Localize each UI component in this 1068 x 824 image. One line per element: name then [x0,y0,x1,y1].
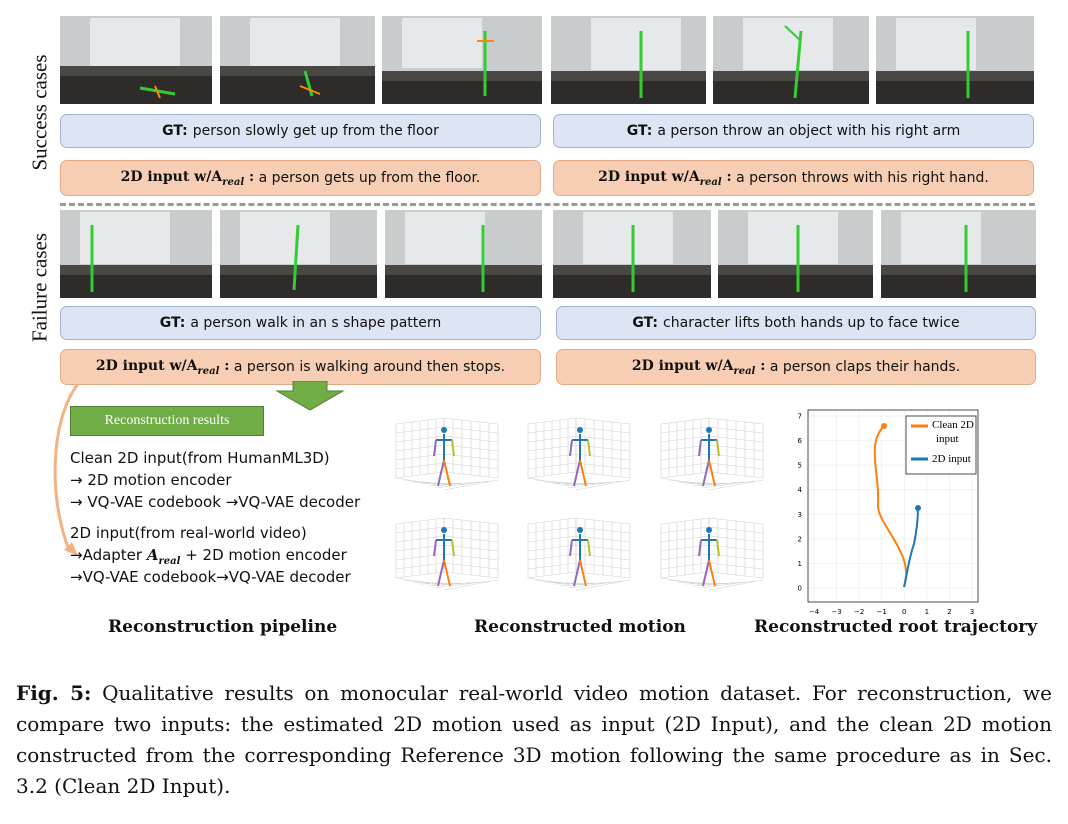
input-text: a person gets up from the floor. [258,170,481,186]
legend-clean-label: Clean 2D [932,419,974,431]
x-tick-label: 2 [947,608,951,616]
video-frame [553,210,711,298]
skeleton-3d-plot [518,412,642,504]
curved-arrow-icon [53,383,80,556]
gt-caption-failure-right: GT: character lifts both hands up to fac… [556,306,1036,340]
video-frame [881,210,1036,298]
success-cases-label: Success cases [27,54,52,171]
clean-input-line-2: → 2D motion encoder [70,471,232,489]
y-tick-label: 1 [798,560,802,568]
down-arrow-icon [275,381,345,411]
video-frame [220,210,377,298]
motion-title: Reconstructed motion [474,617,686,637]
video-frame [385,210,542,298]
y-tick-label: 0 [798,585,802,593]
gt-label: GT: [626,123,653,139]
input-caption-failure-right: 2D input w/Areal : a person claps their … [556,349,1036,385]
gt-text: a person throw an object with his right … [657,123,961,139]
figure-label: Fig. 5: [16,681,92,705]
root-trajectory-plot: −4 −3 −2 −1 0 1 2 3 0 1 2 3 4 5 6 7 Clean 2D input 2D i… [786,404,986,618]
x-tick-label: −1 [877,608,887,616]
clean-input-line-3: → VQ-VAE codebook →VQ-VAE decoder [70,493,361,511]
figure-caption: Fig. 5: Qualitative results on monocular… [16,678,1052,802]
input-trajectory [903,507,919,588]
failure-cases-label: Failure cases [27,232,52,343]
skeleton-3d-plot [386,412,510,504]
input-caption-failure-left: 2D input w/Areal : a person is walking a… [60,349,541,385]
video-frame [551,16,706,104]
x-tick-label: 0 [902,608,906,616]
x-tick-label: −4 [809,608,820,616]
clean-input-end-marker [881,423,887,429]
gt-label: GT: [162,123,188,139]
y-tick-label: 2 [798,535,802,543]
skeleton-3d-plot [651,512,775,604]
legend-input-label: 2D input [932,453,971,465]
real-input-line-1: 2D input(from real-world video) [70,524,307,542]
clean-input-line-1: Clean 2D input(from HumanML3D) [70,449,330,467]
input-label: 2D input w/Areal : [120,168,255,188]
gt-caption-success-right: GT: a person throw an object with his ri… [553,114,1034,148]
skeleton-3d-plot [651,412,775,504]
video-frame [876,16,1034,104]
input-text: a person is walking around then stops. [233,359,506,375]
skeleton-3d-plot [386,512,510,604]
gt-text: person slowly get up from the floor [192,123,439,139]
y-tick-label: 4 [798,486,803,494]
y-tick-label: 3 [798,511,802,519]
reconstruction-results-button: Reconstruction results [70,406,264,436]
y-tick-label: 5 [798,462,802,470]
input-caption-success-right: 2D input w/Areal : a person throws with … [553,160,1034,196]
gt-label: GT: [159,315,186,331]
section-divider [60,203,1035,206]
input-label: 2D input w/Areal : [598,168,732,188]
y-tick-label: 7 [798,413,802,421]
video-frame [713,16,869,104]
gt-label: GT: [632,315,659,331]
gt-caption-failure-left: GT: a person walk in an s shape pattern [60,306,541,340]
video-frame [220,16,375,104]
video-frame [718,210,873,298]
real-input-line-2: →Adapter Areal + 2D motion encoder [70,546,347,567]
x-tick-label: 1 [925,608,929,616]
x-tick-label: 3 [970,608,974,616]
gt-text: a person walk in an s shape pattern [190,315,442,331]
trajectory-title: Reconstructed root trajectory [754,617,1038,637]
skeleton-3d-plot [518,512,642,604]
x-tick-label: −3 [831,608,841,616]
gt-caption-success-left: GT: person slowly get up from the floor [60,114,541,148]
input-end-marker [915,505,921,511]
y-tick-label: 6 [798,437,803,445]
real-input-line-3: →VQ-VAE codebook→VQ-VAE decoder [70,568,351,586]
legend-clean-label-2: input [936,433,959,445]
clean-input-trajectory [873,425,908,588]
x-tick-label: −2 [854,608,864,616]
pipeline-title: Reconstruction pipeline [108,617,338,637]
gt-text: character lifts both hands up to face tw… [663,315,960,331]
caption-text: Qualitative results on monocular real-wo… [16,681,1052,798]
input-text: a person throws with his right hand. [736,170,989,186]
video-frame [382,16,542,104]
video-frame [60,16,212,104]
input-caption-success-left: 2D input w/Areal : a person gets up from… [60,160,541,196]
input-label: 2D input w/Areal : [95,357,230,377]
input-text: a person claps their hands. [769,359,961,375]
input-label: 2D input w/Areal : [631,357,766,377]
video-frame [60,210,212,298]
